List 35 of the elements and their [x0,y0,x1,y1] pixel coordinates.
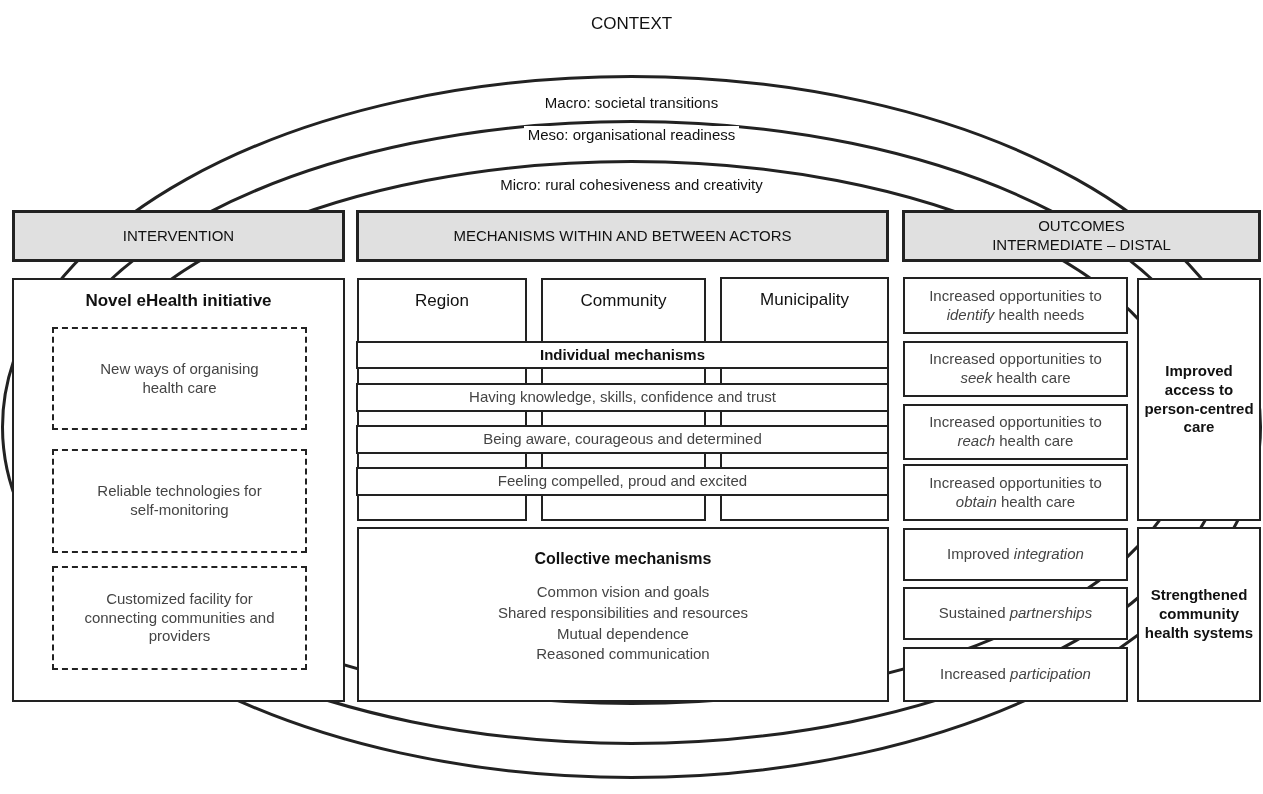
component-text: New ways of organising health care [99,359,260,398]
list-item: Reasoned communication [536,645,710,664]
component-box [52,449,307,553]
column-title: Municipality [760,289,849,311]
outcome-text: Increased opportunities to identify health needs [928,286,1103,325]
outcome-text: Improved integration [947,545,1084,564]
band-label: Feeling compelled, proud and excited [497,472,748,491]
component-text: Reliable technologies for self-monitoring [96,482,263,520]
outcome-text: Increased opportunities to reach health care [928,413,1103,451]
list-item: Mutual dependence [557,624,689,644]
outcome-title: Strengthened community health systems [1143,586,1255,643]
outcome-text: Sustained partnerships [938,604,1093,623]
context-level-label: Meso: organisational readiness [523,126,740,145]
header-title: INTERMEDIATE – DISTAL [992,236,1171,255]
column-title: Community [580,290,667,312]
header-title: OUTCOMES [1038,217,1125,236]
band-label: Being aware, courageous and determined [483,430,762,449]
outcome-text: Increased opportunities to seek health care [928,350,1103,388]
outcome-text: Increased opportunities to obtain health care [928,473,1103,512]
diagram-title: CONTEXT [589,14,674,34]
component-box [52,327,307,430]
column-title: Region [415,290,469,312]
list-item: Common vision and goals [536,583,710,602]
outcome-text: Increased participation [940,665,1091,684]
outcome-box [1137,527,1261,702]
header-title: INTERVENTION [122,226,235,246]
box-title: Novel eHealth initiative [85,290,272,312]
component-box [52,566,307,670]
box-title: Collective mechanisms [534,549,712,569]
component-text: Customized facility for connecting communities and providers [84,589,275,647]
list-item: Shared responsibilities and resources [497,603,749,623]
band-label: Individual mechanisms [539,345,706,365]
band-label: Having knowledge, skills, confidence and trust [469,388,776,407]
outcome-title: Improved access to person-centred care [1143,362,1255,437]
header-title: MECHANISMS WITHIN AND BETWEEN ACTORS [453,226,792,246]
